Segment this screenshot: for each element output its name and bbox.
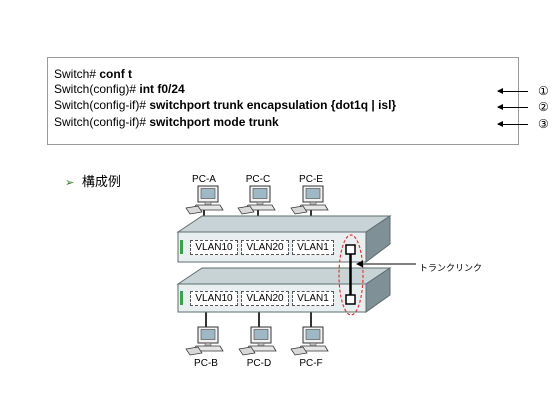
command-text: conf t: [99, 67, 133, 81]
left-arrow-icon: [497, 88, 528, 94]
left-arrow-icon: [497, 104, 528, 110]
vlan-port-group: VLAN1: [292, 291, 334, 306]
step-marker-2: ②: [538, 100, 549, 114]
command-line-1: Switch# conf t: [54, 67, 132, 81]
command-box: Switch# conf t Switch(config)# int f0/24…: [47, 57, 549, 145]
desktop-computer-icon: [185, 326, 224, 356]
command-prompt: Switch(config-if)#: [54, 115, 147, 129]
section-heading: ➢ 構成例: [65, 171, 121, 190]
command-text: switchport mode trunk: [149, 115, 279, 129]
command-line-4: Switch(config-if)# switchport mode trunk: [54, 115, 279, 129]
network-switch-icon: [176, 215, 392, 263]
vlan-port-group: VLAN20: [241, 291, 289, 306]
pc-label: PC-C: [245, 174, 271, 185]
command-text: switchport trunk encapsulation {dot1q | …: [149, 98, 397, 112]
pc-label: PC-F: [299, 358, 323, 369]
pc-label: PC-B: [194, 358, 218, 369]
vlan-port-group: VLAN10: [190, 240, 238, 255]
left-arrow-icon: [497, 121, 528, 127]
desktop-computer-icon: [290, 185, 329, 215]
vlan-port-group: VLAN1: [292, 240, 334, 255]
command-prompt: Switch#: [54, 67, 97, 81]
command-text: int f0/24: [139, 82, 185, 96]
command-line-3: Switch(config-if)# switchport trunk enca…: [54, 98, 396, 112]
command-line-2: Switch(config)# int f0/24: [54, 82, 185, 96]
trunk-link-label: トランクリンク: [419, 264, 483, 274]
step-marker-1: ①: [538, 84, 549, 98]
command-prompt: Switch(config)#: [54, 82, 137, 96]
step-marker-3: ③: [538, 117, 549, 131]
vlan-port-group: VLAN10: [190, 291, 238, 306]
pc-label: PC-E: [299, 174, 323, 185]
arrow-bullet-icon: ➢: [65, 177, 75, 189]
left-arrow-icon: [356, 260, 363, 268]
desktop-computer-icon: [185, 185, 224, 215]
pc-label: PC-D: [246, 358, 272, 369]
desktop-computer-icon: [237, 185, 276, 215]
vlan-port-group: VLAN20: [241, 240, 289, 255]
section-title: 構成例: [81, 175, 121, 190]
desktop-computer-icon: [238, 326, 277, 356]
command-prompt: Switch(config-if)#: [54, 98, 147, 112]
desktop-computer-icon: [290, 326, 329, 356]
pc-label: PC-A: [192, 174, 216, 185]
trunk-highlight: [338, 234, 364, 316]
